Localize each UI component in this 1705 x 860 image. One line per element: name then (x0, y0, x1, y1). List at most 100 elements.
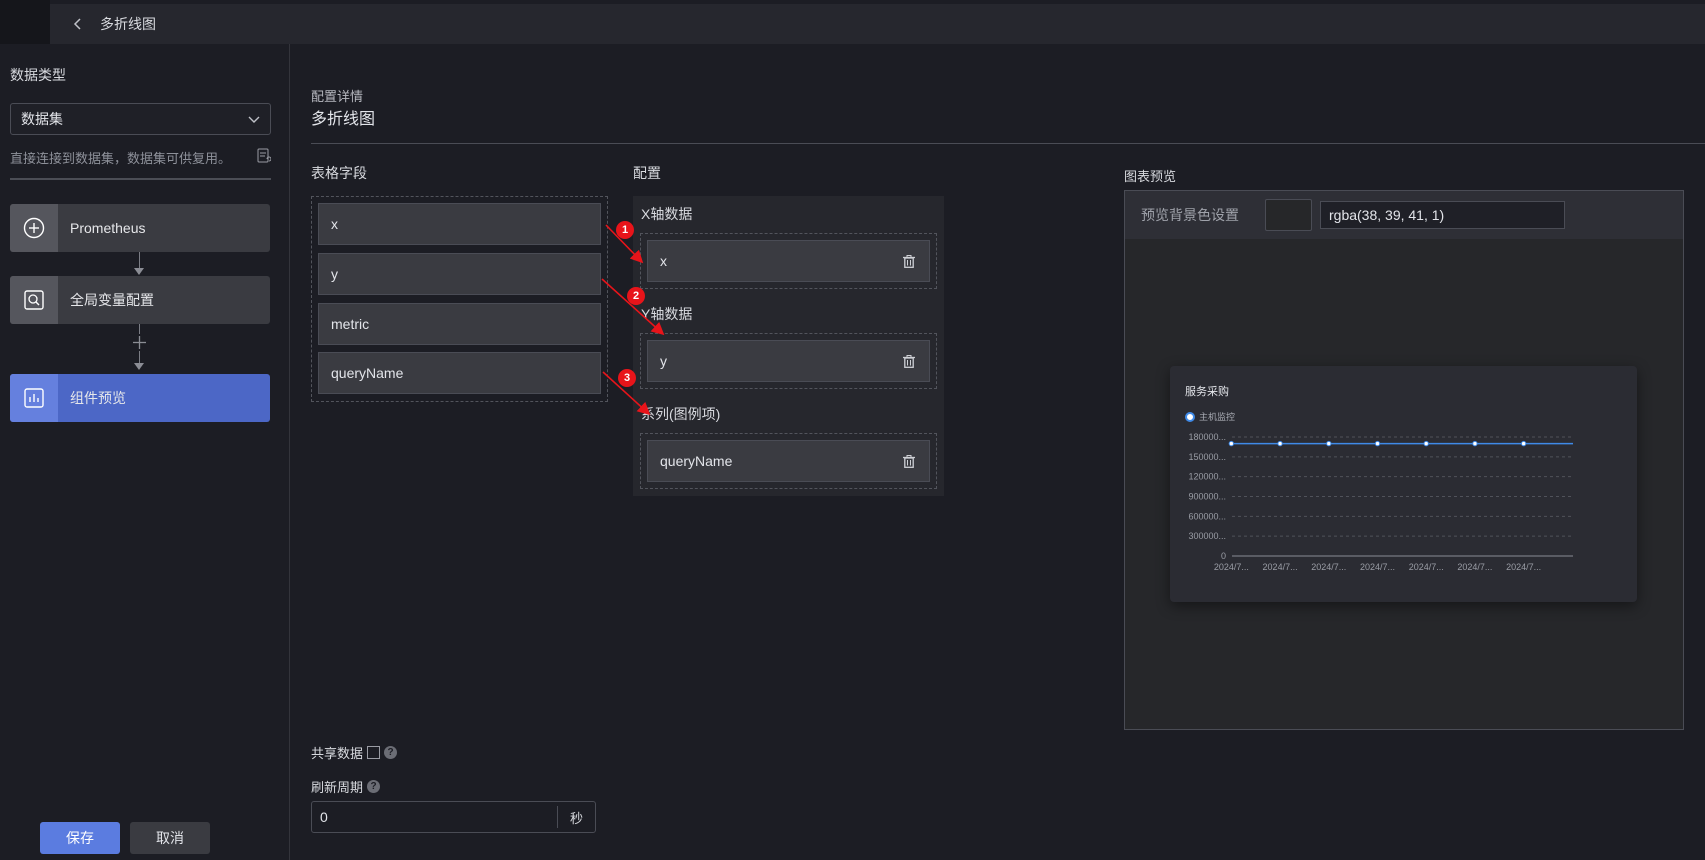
share-data-checkbox[interactable] (367, 746, 381, 759)
y-tick-label: 150000... (1188, 452, 1226, 462)
y-axis-item[interactable]: y (647, 340, 930, 382)
x-tick-label: 2024/7... (1457, 562, 1492, 572)
bg-color-input[interactable] (1320, 201, 1565, 229)
save-button[interactable]: 保存 (40, 822, 120, 854)
y-tick-label: 600000... (1188, 511, 1226, 521)
flow-node-label: 全局变量配置 (70, 292, 154, 308)
sidebar (0, 44, 290, 860)
trash-icon[interactable] (901, 353, 917, 369)
flow-connector (139, 252, 140, 270)
config-panel: X轴数据 x Y轴数据 y 系列(图例项) queryName (633, 196, 944, 496)
series-item-label: queryName (660, 453, 733, 469)
legend-label: 主机监控 (1199, 412, 1236, 422)
x-tick-label: 2024/7... (1263, 562, 1298, 572)
series-item[interactable]: queryName (647, 440, 930, 482)
y-axis-dropzone[interactable]: y (640, 333, 937, 389)
field-x[interactable]: x (318, 203, 601, 245)
x-tick-label: 2024/7... (1214, 562, 1249, 572)
config-title: 多折线图 (311, 111, 376, 128)
y-tick-label: 180000... (1188, 432, 1226, 442)
preview-bg-settings: 预览背景色设置 (1125, 191, 1683, 239)
arrow-down-icon (134, 363, 144, 370)
page-title: 多折线图 (100, 16, 156, 32)
data-point (1277, 440, 1283, 447)
chart-card: 服务采购 主机监控 0 300000... 600000... 900000... 12… (1170, 366, 1637, 602)
refresh-period-field[interactable]: 秒 (311, 801, 596, 833)
refresh-row: 刷新周期 ? (311, 777, 381, 796)
refresh-period-input[interactable] (312, 802, 557, 832)
x-axis-label: X轴数据 (641, 206, 693, 222)
field-y[interactable]: y (318, 253, 601, 295)
data-point (1520, 440, 1527, 447)
x-tick-label: 2024/7... (1506, 562, 1541, 572)
arrow-down-icon (134, 268, 144, 275)
flow-node-label: 组件预览 (70, 390, 126, 406)
y-axis-item-label: y (660, 353, 667, 369)
hint-text: 直接连接到数据集，数据集可供复用。 (10, 151, 232, 166)
chevron-left-icon[interactable] (66, 12, 90, 36)
line-chart: 0 300000... 600000... 900000... 120000... 150… (1188, 432, 1573, 572)
x-axis-item-label: x (660, 253, 667, 269)
field-queryname[interactable]: queryName (318, 352, 601, 394)
y-tick-label: 900000... (1188, 492, 1226, 502)
cancel-button[interactable]: 取消 (130, 822, 210, 854)
hint-underline (10, 178, 271, 180)
variable-search-icon (10, 276, 58, 324)
x-tick-label: 2024/7... (1360, 562, 1395, 572)
flow-connector (139, 324, 140, 334)
table-fields-label: 表格字段 (311, 165, 367, 181)
share-data-row: 共享数据 ? (311, 743, 398, 762)
data-type-select-value: 数据集 (21, 111, 63, 127)
series-dropzone[interactable]: queryName (640, 433, 937, 489)
chart-preview-label: 图表预览 (1124, 169, 1177, 184)
chart-title: 服务采购 (1185, 386, 1229, 398)
data-point (1423, 440, 1429, 447)
x-axis-item[interactable]: x (647, 240, 930, 282)
y-tick-label: 300000... (1188, 531, 1226, 541)
flow-node-label: Prometheus (70, 220, 146, 236)
data-type-select[interactable]: 数据集 (10, 103, 271, 135)
chevron-down-icon (248, 111, 260, 127)
section-divider (311, 143, 1705, 144)
flow-connector (139, 351, 140, 363)
flow-node-global-variables[interactable]: 全局变量配置 (10, 276, 270, 324)
data-point (1472, 440, 1478, 447)
header-bar: 多折线图 (50, 4, 1705, 44)
color-swatch[interactable] (1265, 199, 1312, 231)
help-icon[interactable]: ? (367, 780, 381, 793)
annotation-badge-2: 2 (627, 287, 645, 305)
trash-icon[interactable] (901, 453, 917, 469)
data-point (1228, 440, 1235, 447)
data-point (1374, 440, 1381, 447)
y-axis-label: Y轴数据 (641, 306, 693, 322)
data-type-label: 数据类型 (10, 67, 66, 83)
y-tick-label: 120000... (1188, 472, 1226, 482)
refresh-label: 刷新周期 (311, 780, 364, 795)
config-detail-label: 配置详情 (311, 89, 364, 104)
add-node-icon[interactable] (133, 336, 146, 349)
config-section-label: 配置 (633, 165, 661, 181)
refresh-unit: 秒 (557, 806, 595, 828)
annotation-badge-1: 1 (616, 221, 634, 239)
y-tick-label: 0 (1221, 551, 1226, 561)
table-fields-list: x y metric queryName (311, 196, 608, 402)
data-point (1326, 440, 1332, 447)
flow-node-prometheus[interactable]: Prometheus (10, 204, 270, 252)
series-label: 系列(图例项) (641, 406, 721, 422)
chart-icon (10, 374, 58, 422)
legend-marker-icon (1185, 411, 1195, 422)
preview-bg-label: 预览背景色设置 (1141, 207, 1239, 223)
help-icon[interactable]: ? (384, 746, 398, 759)
x-tick-label: 2024/7... (1311, 562, 1346, 572)
share-data-label: 共享数据 (311, 746, 364, 761)
document-icon[interactable] (257, 148, 272, 167)
app-corner (0, 0, 50, 44)
annotation-badge-3: 3 (618, 369, 636, 387)
chart-legend[interactable]: 主机监控 (1185, 410, 1235, 423)
field-metric[interactable]: metric (318, 303, 601, 345)
trash-icon[interactable] (901, 253, 917, 269)
plus-circle-icon (10, 204, 58, 252)
data-type-hint: 直接连接到数据集，数据集可供复用。 (10, 148, 272, 167)
x-axis-dropzone[interactable]: x (640, 233, 937, 289)
flow-node-component-preview[interactable]: 组件预览 (10, 374, 270, 422)
